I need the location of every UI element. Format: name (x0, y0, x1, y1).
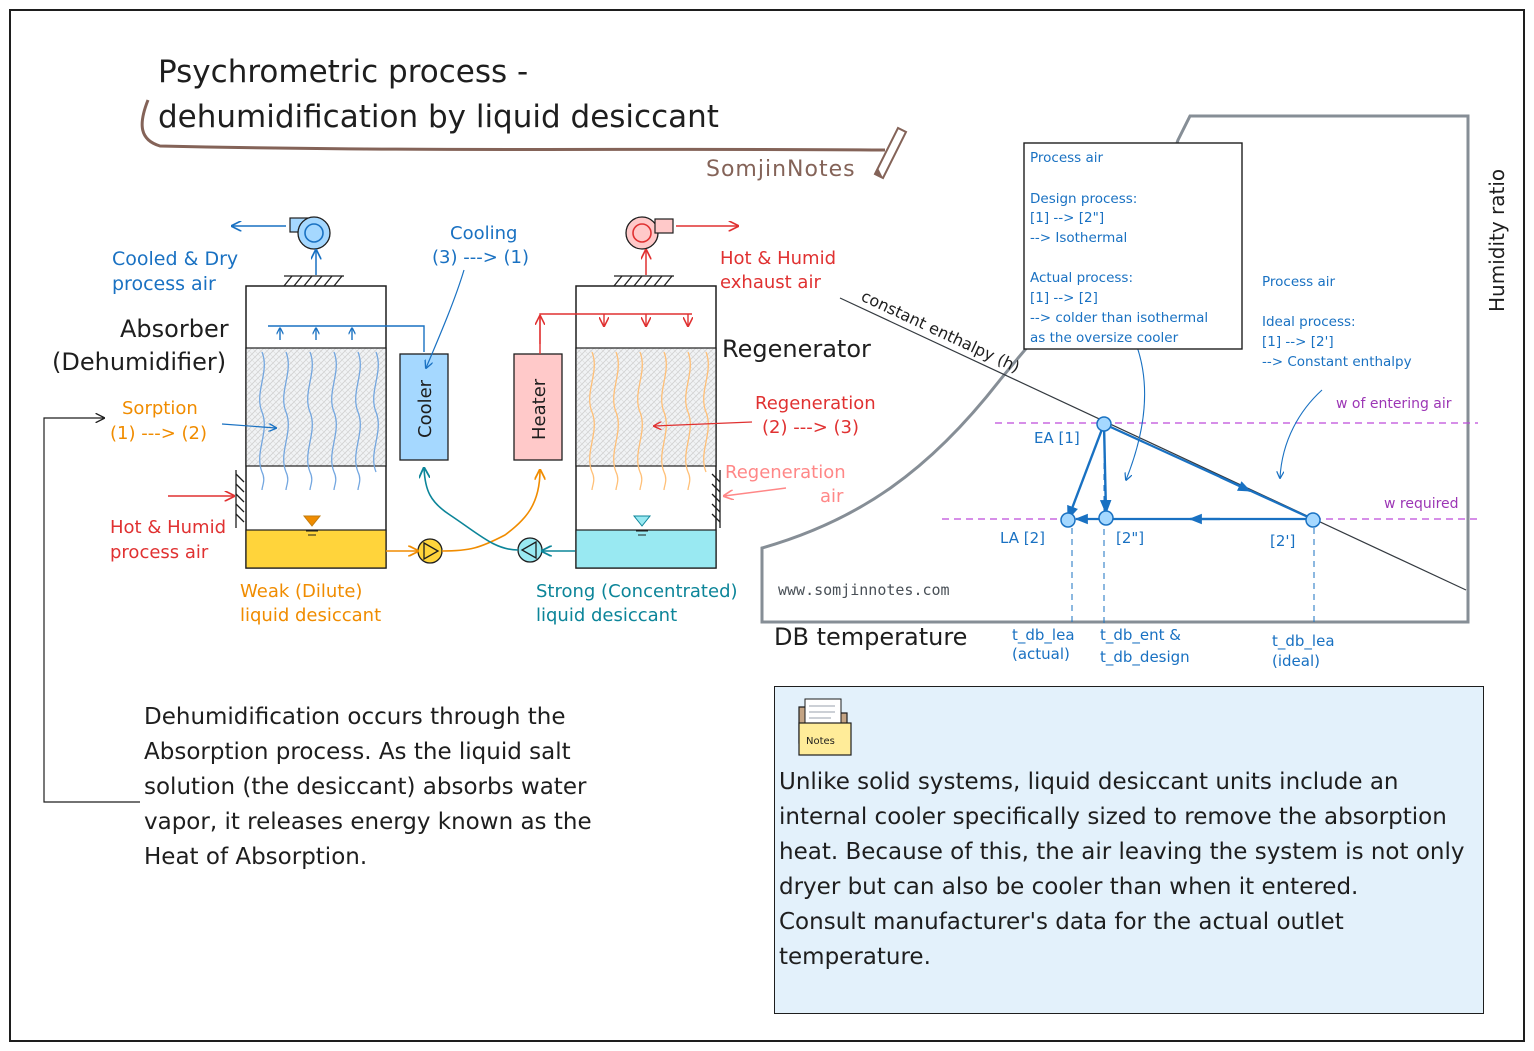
ea-label: EA [1] (1034, 429, 1080, 447)
design-process-box (1023, 142, 1243, 350)
hot-humid-in-label-1: Hot & Humid (110, 517, 226, 538)
regenerator-label: Regenerator (722, 335, 871, 363)
humidity-ratio-label: Humidity ratio (1485, 169, 1509, 312)
notes-text-2: Consult manufacturer's data for the actu… (779, 909, 1344, 970)
ideal-process-text: Process air Ideal process: [1] --> [2'] … (1262, 274, 1412, 370)
logo-text: SomjinNotes (706, 157, 856, 182)
title-line-1: Psychrometric process - (158, 54, 528, 90)
regenerator-tower (540, 275, 721, 569)
heater-label: Heater (529, 378, 550, 440)
strong-desiccant-tank (575, 529, 717, 569)
sorption-label-2: (1) ---> (2) (110, 423, 207, 444)
tdb-lea-actual-label-2: (actual) (1012, 645, 1070, 663)
weak-label-2: liquid desiccant (240, 605, 381, 626)
box1-line-2: Design process: (1030, 191, 1137, 207)
regen-air-label-2: air (820, 486, 844, 507)
heater-box (513, 353, 563, 461)
cooled-dry-label-2: process air (112, 273, 216, 295)
hot-humid-ex-label-1: Hot & Humid (720, 248, 836, 269)
constant-enthalpy-line (839, 297, 1467, 591)
strong-label-1: Strong (Concentrated) (536, 581, 738, 602)
tdb-lea-ideal-label-2: (ideal) (1272, 652, 1320, 670)
box2-line-4: --> Constant enthalpy (1262, 354, 1412, 370)
db-temperature-label: DB temperature (774, 623, 967, 651)
tdb-ent-label-2: t_db_design (1100, 648, 1190, 667)
w-entering-label: w of entering air (1336, 396, 1452, 412)
absorber-tower (235, 275, 425, 569)
page-border (9, 9, 1525, 1042)
cooling-label-1: Cooling (450, 223, 517, 244)
strong-pump-icon (517, 537, 543, 563)
notes-text-1: Unlike solid systems, liquid desiccant u… (779, 769, 1465, 900)
notes-folder-icon: Notes (798, 698, 852, 756)
cooled-dry-label-1: Cooled & Dry (112, 248, 238, 270)
process-1-to-2 (1066, 423, 1106, 521)
box2-line-3: [1] --> [2'] (1262, 334, 1334, 350)
process-1-to-2dd (1099, 423, 1112, 515)
hot-humid-in-label-2: process air (110, 542, 209, 563)
point-2d-label: [2'] (1270, 532, 1295, 550)
notes-box: Notes Unlike solid systems, liquid desic… (774, 686, 1484, 1014)
regen-air-label-1: Regeneration (725, 462, 846, 483)
description-connector (43, 418, 140, 803)
box2-line-2: Ideal process: (1262, 314, 1356, 330)
design-process-text: Process air Design process: [1] --> [2"]… (1030, 150, 1208, 346)
box1-line-8: --> colder than isothermal (1030, 310, 1208, 326)
tdb-lea-ideal-label-1: t_db_lea (1272, 632, 1335, 651)
weak-pump-icon (417, 538, 443, 564)
tdb-ent-label-1: t_db_ent & (1100, 626, 1181, 645)
tdb-lea-actual-label-1: t_db_lea (1012, 626, 1075, 645)
point-2d (1305, 512, 1321, 528)
cooler-box (399, 353, 449, 461)
box1-line-9: as the oversize cooler (1030, 330, 1179, 346)
weak-desiccant-tank (245, 529, 387, 569)
regeneration-label-2: (2) ---> (3) (762, 417, 859, 438)
w-required-label: w required (1384, 496, 1459, 512)
box1-line-6: Actual process: (1030, 270, 1133, 286)
title-underline (140, 99, 886, 152)
pencil-icon (873, 126, 908, 180)
notes-text: Unlike solid systems, liquid desiccant u… (779, 765, 1479, 975)
regenerator-fan-icon (625, 216, 674, 250)
absorber-label-2: (Dehumidifier) (52, 348, 226, 376)
point-2dd-label: [2"] (1116, 529, 1144, 547)
box1-line-0: Process air (1030, 150, 1104, 166)
la-label: LA [2] (1000, 529, 1045, 547)
box2-line-0: Process air (1262, 274, 1336, 290)
box1-line-4: --> Isothermal (1030, 230, 1127, 246)
constant-enthalpy-label: constant enthalpy (h) (858, 286, 1022, 376)
regeneration-label-1: Regeneration (755, 393, 876, 414)
psychrometric-chart (760, 114, 1478, 626)
website-label: www.somjinnotes.com (778, 581, 950, 599)
box1-line-3: [1] --> [2"] (1030, 210, 1104, 226)
strong-label-2: liquid desiccant (536, 605, 677, 626)
point-la (1060, 512, 1076, 528)
point-ea (1096, 416, 1112, 432)
description-text: Dehumidification occurs through the Abso… (144, 704, 592, 870)
process-ideal-arrow (1219, 476, 1252, 492)
weak-label-1: Weak (Dilute) (240, 581, 362, 602)
absorber-fan-icon (289, 216, 331, 250)
process-1-to-2d (1103, 422, 1309, 519)
hot-humid-ex-label-2: exhaust air (720, 272, 821, 293)
box1-line-7: [1] --> [2] (1030, 290, 1098, 306)
point-2dd (1098, 510, 1114, 526)
absorber-label-1: Absorber (120, 315, 229, 343)
cooling-label-2: (3) ---> (1) (432, 247, 529, 268)
notes-icon-label: Notes (806, 736, 835, 747)
sorption-label-1: Sorption (122, 398, 198, 419)
cooler-label: Cooler (415, 379, 436, 438)
title-line-2: dehumidification by liquid desiccant (158, 99, 719, 135)
